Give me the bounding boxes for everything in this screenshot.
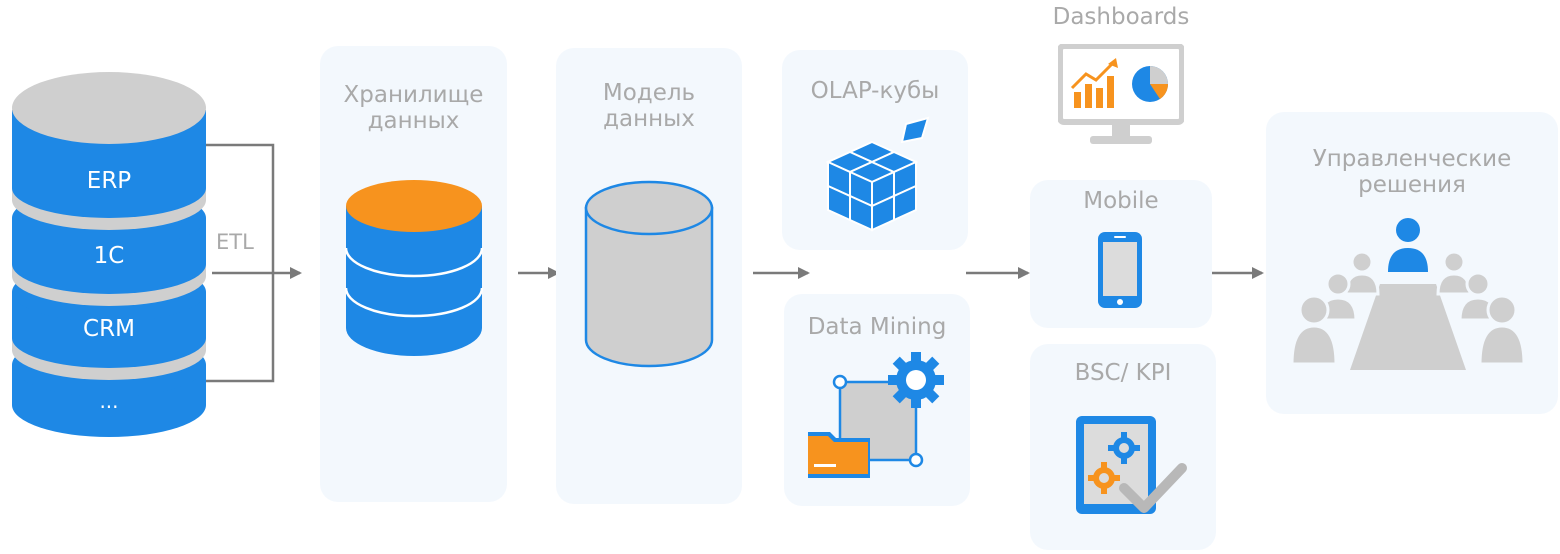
etl-label: ETL <box>216 230 254 254</box>
data-mining-icon <box>808 352 944 478</box>
panel-title: Mobile <box>1083 188 1159 214</box>
source-crm-label: CRM <box>83 316 135 342</box>
gear-icon <box>1108 432 1140 464</box>
panel-mobile: Mobile <box>1030 180 1212 328</box>
panel-title: Управленческие решения <box>1312 146 1512 198</box>
warehouse-database-icon <box>344 180 484 356</box>
source-databases: ERP 1С CRM ... <box>0 0 220 450</box>
panel-title: Data Mining <box>807 314 947 340</box>
panel-management-decisions: Управленческие решения <box>1266 112 1558 414</box>
source-erp-label: ERP <box>86 168 132 194</box>
dashboards-block: Dashboards <box>1030 0 1212 150</box>
dashboard-monitor-icon <box>1058 44 1184 144</box>
leader-person-icon <box>1388 218 1428 272</box>
dashboards-title: Dashboards <box>1052 4 1190 30</box>
source-1c-label: 1С <box>93 243 125 269</box>
etl-bracket <box>206 143 275 383</box>
panel-title: Хранилище данных <box>343 82 484 134</box>
panel-data-mining: Data Mining <box>784 294 970 506</box>
olap-cube-icon <box>825 116 930 232</box>
database-stack-icon <box>12 72 206 437</box>
source-more-label: ... <box>99 389 119 413</box>
panel-title: BSC/ KPI <box>1074 360 1172 386</box>
panel-bsc-kpi: BSC/ KPI <box>1030 344 1216 550</box>
mobile-phone-icon <box>1098 232 1142 308</box>
checkmark-icon <box>1119 463 1187 513</box>
panel-olap-cubes: OLAP-кубы <box>782 50 968 250</box>
gear-icon <box>1088 462 1120 494</box>
meeting-people-icon <box>1290 218 1526 370</box>
panel-data-model: Модель данных <box>556 48 742 504</box>
panel-data-warehouse: Хранилище данных <box>320 46 507 502</box>
panel-title: Модель данных <box>602 80 696 132</box>
bsc-kpi-icon <box>1076 416 1187 514</box>
folder-icon <box>808 432 870 478</box>
gear-icon <box>888 352 944 408</box>
model-cylinder-icon <box>584 180 714 368</box>
panel-title: OLAP-кубы <box>810 78 940 104</box>
